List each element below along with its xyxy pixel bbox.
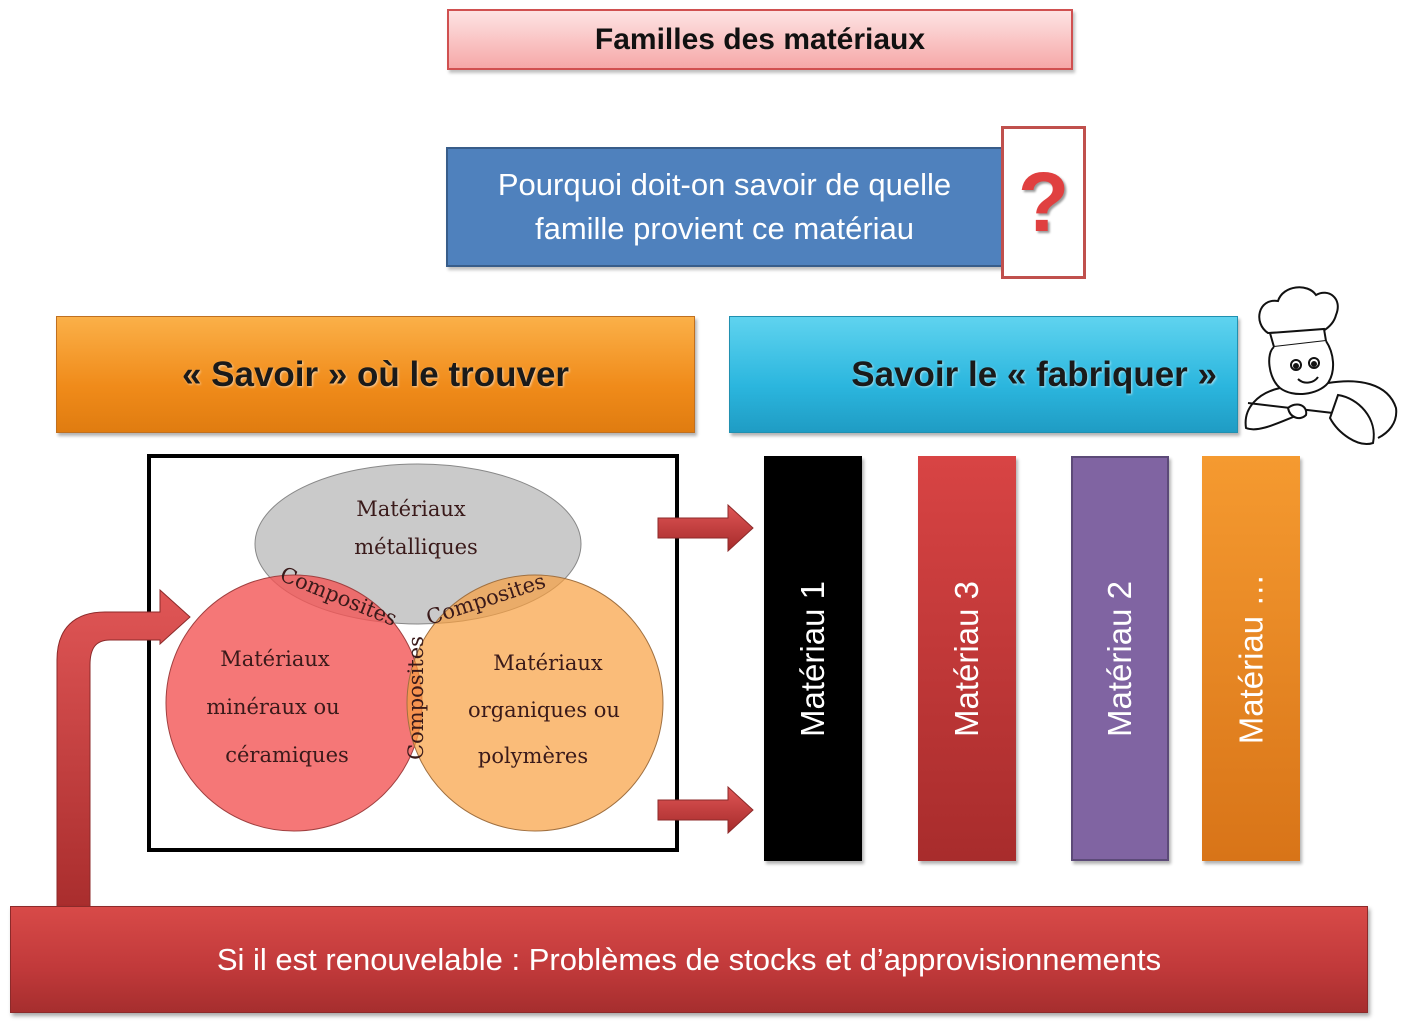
question-line-1: Pourquoi doit-on savoir de quelle — [497, 167, 952, 202]
material-label-1: Matériau 1 — [794, 580, 832, 737]
question-line-2: famille provient ce matériau — [534, 211, 915, 246]
material-label-etc: Matériau … — [1232, 573, 1269, 744]
material-column-2: Matériau 2 — [1071, 456, 1169, 861]
venn-mineral-label-2: minéraux ou — [206, 695, 339, 719]
chef-icon — [1244, 286, 1398, 445]
material-column-etc: Matériau … — [1202, 456, 1300, 861]
venn-composite-label-center: Composites — [404, 636, 428, 760]
venn-organic-label-3: polymères — [478, 744, 588, 768]
where-to-find-header: « Savoir » où le trouver — [56, 316, 695, 433]
venn-metal-label-2: métalliques — [354, 535, 478, 559]
venn-mineral-label-3: céramiques — [225, 743, 349, 767]
venn-diagram-frame: Matériaux métalliques Matériaux minéraux… — [147, 454, 679, 852]
venn-organic-label-1: Matériaux — [493, 651, 603, 675]
material-label-3: Matériau 3 — [948, 580, 986, 737]
venn-mineral-label-1: Matériaux — [220, 647, 330, 671]
venn-organic-set — [406, 574, 664, 832]
material-column-3: Matériau 3 — [918, 456, 1016, 861]
material-column-1: Matériau 1 — [764, 456, 862, 861]
question-mark-icon: ? — [1001, 126, 1086, 279]
venn-metal-label-1: Matériaux — [356, 497, 466, 521]
venn-organic-label-2: organiques ou — [468, 698, 620, 722]
renewable-banner: Si il est renouvelable : Problèmes de st… — [10, 906, 1368, 1013]
question-box: Pourquoi doit-on savoir de quelle famill… — [446, 147, 1003, 267]
venn-diagram: Matériaux métalliques Matériaux minéraux… — [165, 463, 664, 832]
material-label-2: Matériau 2 — [1101, 580, 1139, 737]
how-to-make-header: Savoir le « fabriquer » — [729, 316, 1238, 433]
slide-title: Familles des matériaux — [447, 9, 1073, 70]
